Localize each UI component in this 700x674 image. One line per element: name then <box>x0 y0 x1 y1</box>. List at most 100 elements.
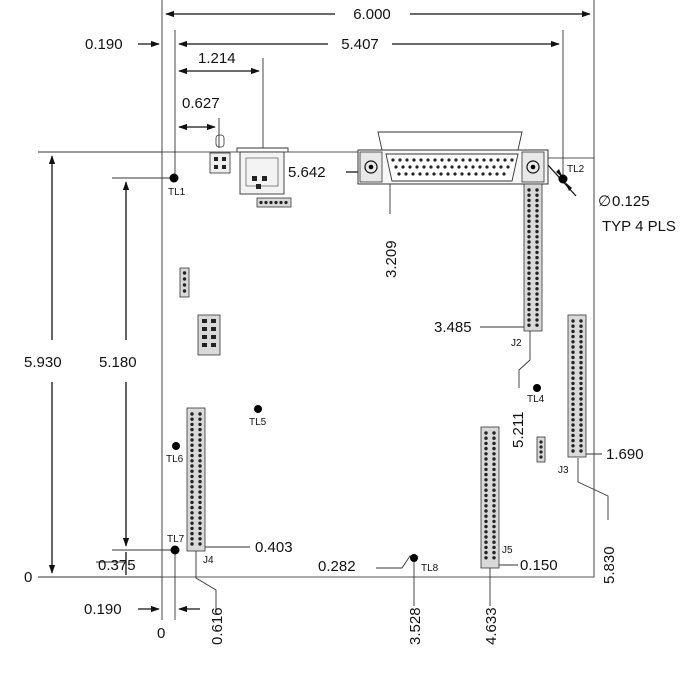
header-pin <box>484 452 488 456</box>
dsub-pins <box>391 158 514 176</box>
header-pin <box>190 521 194 525</box>
rj45-connector <box>236 147 292 208</box>
dim-overall-height-text: 5.930 <box>24 354 62 371</box>
header-pin <box>198 474 202 479</box>
header-pin <box>527 318 531 322</box>
header-pin <box>535 281 539 286</box>
header-pin <box>198 495 202 499</box>
header-pin <box>535 209 539 213</box>
header-pin <box>535 313 539 317</box>
header-pin <box>579 366 583 370</box>
label-tl6: TL6 <box>166 454 184 465</box>
header-pin <box>527 276 531 281</box>
header-pin <box>579 402 583 406</box>
header-pin <box>579 350 583 354</box>
header-pin <box>190 537 194 541</box>
connector-j5 <box>480 426 500 569</box>
header-pin <box>492 514 496 518</box>
dim-led-offset-text: 0.627 <box>182 95 220 112</box>
test-point-tl2 <box>558 174 568 184</box>
header-pin <box>190 417 194 421</box>
header-pin <box>190 505 194 510</box>
header-pin <box>198 500 202 505</box>
header-pin <box>492 467 496 472</box>
header-pin <box>527 203 531 208</box>
header-pin <box>198 417 202 421</box>
header-pin <box>198 443 202 447</box>
header-pin <box>579 319 583 323</box>
header-pin <box>198 427 202 432</box>
header-pin <box>535 271 539 275</box>
dim-tl8-offset: 3.528 <box>407 562 424 645</box>
test-point-tl5 <box>254 405 262 413</box>
header-pin <box>484 540 488 544</box>
dim-j3-height-text: 1.690 <box>606 446 644 463</box>
header-pin <box>535 240 539 244</box>
header-pin <box>535 255 539 260</box>
connector-j3 <box>567 314 587 458</box>
diameter-symbol: ∅ <box>598 193 611 210</box>
label-tl7: TL7 <box>167 534 185 545</box>
header-pin <box>492 483 496 487</box>
header-pin <box>579 428 583 432</box>
header-pin <box>190 438 194 442</box>
header-pin <box>527 261 531 265</box>
dim-dsub-offset: 3.209 <box>383 180 400 278</box>
header-pin <box>527 240 531 244</box>
dim-overall-width-text: 6.000 <box>353 6 391 23</box>
header-pin <box>579 334 583 339</box>
dim-j5-height: 0.150 <box>495 557 558 574</box>
header-pin <box>198 412 202 416</box>
dim-j5-offset: 4.633 <box>483 568 500 645</box>
header-pin <box>535 250 539 255</box>
header-pin <box>198 469 202 473</box>
header-small-1 <box>179 267 190 298</box>
header-pin <box>492 540 496 544</box>
header-pin <box>571 386 575 391</box>
dim-j4-height-text: 0.403 <box>255 539 293 556</box>
header-pin <box>527 292 531 296</box>
dsub-connector <box>357 131 549 185</box>
header-pin <box>527 219 531 223</box>
header-small-3 <box>536 436 546 463</box>
dim-hole-offset-bottom: 0.190 0 <box>84 553 200 642</box>
header-pin <box>484 436 488 440</box>
header-pin <box>484 524 488 529</box>
header-pin <box>492 550 496 555</box>
header-pin <box>579 345 583 349</box>
dim-tl8-offset-text: 3.528 <box>407 607 424 645</box>
header-pin <box>571 340 575 344</box>
header-pin <box>492 431 496 435</box>
header-pin <box>527 245 531 249</box>
test-point-tl4 <box>533 384 541 392</box>
header-pin <box>535 302 539 307</box>
header-pin <box>492 452 496 456</box>
header-pin <box>527 323 531 327</box>
dim-j2-height: 3.485 <box>434 319 526 336</box>
header-pin <box>571 423 575 427</box>
header-pin <box>190 443 194 447</box>
header-pin <box>527 271 531 275</box>
header-pin <box>579 449 583 453</box>
header-pin <box>190 422 194 427</box>
header-pin <box>492 446 496 451</box>
header-pin <box>571 444 575 448</box>
header-pin <box>527 229 531 234</box>
test-point-tl6 <box>172 442 180 450</box>
header-pin <box>198 490 202 494</box>
header-pin <box>484 493 488 498</box>
header-pin <box>190 459 194 463</box>
header-pin <box>492 457 496 461</box>
header-pin <box>527 297 531 301</box>
header-pin <box>190 542 194 546</box>
header-pin <box>492 493 496 498</box>
header-pin <box>571 438 575 443</box>
header-pin <box>484 498 488 503</box>
header-pin <box>190 412 194 416</box>
header-pin <box>527 214 531 218</box>
header-pin <box>535 261 539 265</box>
header-pin <box>527 313 531 317</box>
header-pin <box>579 433 583 438</box>
header-pin <box>579 418 583 422</box>
header-pin <box>579 386 583 391</box>
